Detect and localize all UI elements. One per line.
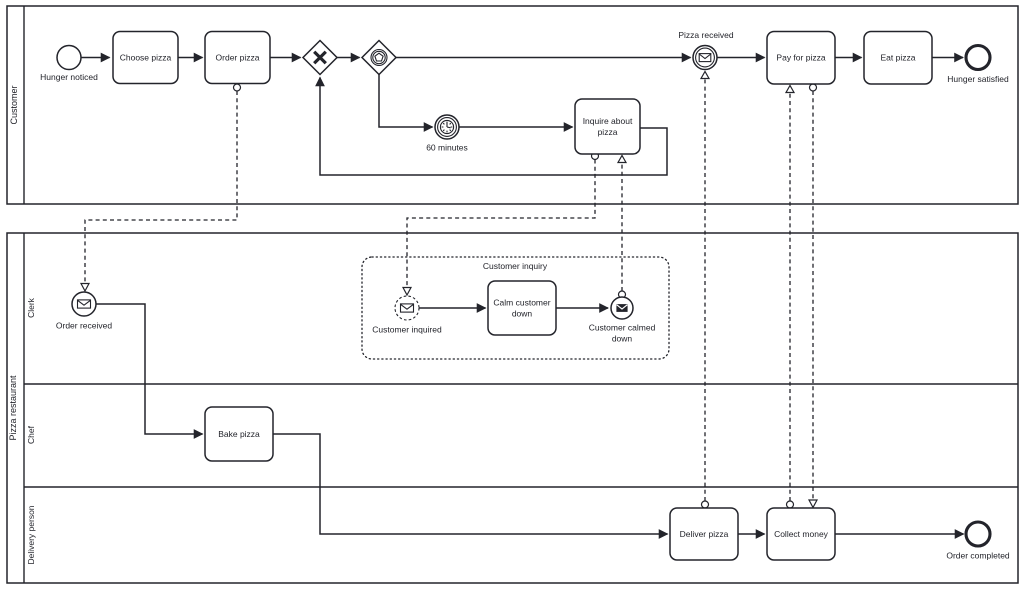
start-event-label: Hunger noticed	[40, 72, 98, 82]
event-label: Pizza received	[678, 30, 734, 40]
pentagon-icon	[374, 52, 384, 62]
x-icon	[313, 50, 327, 65]
message-flow-collect-to-pay	[784, 84, 796, 509]
task-order-pizza: Order pizza	[204, 30, 271, 85]
task-label: Bake pizza	[218, 429, 260, 439]
end-event-label-line1: Customer calmed	[589, 323, 656, 333]
task-label-line1: Inquire about	[583, 116, 633, 126]
message-flow-arrowhead	[808, 499, 818, 509]
clock-icon	[439, 119, 455, 135]
sequence-flows	[81, 52, 965, 539]
task-label-line1: Calm customer	[493, 298, 550, 308]
message-flow-order-pizza-to-order-received	[80, 83, 242, 293]
task-inquire-about-pizza: Inquire about pizza	[574, 98, 641, 155]
task-label-line2: pizza	[598, 127, 618, 137]
start-event-label: Customer inquired	[372, 325, 442, 335]
end-event-label-line2: down	[612, 334, 633, 344]
start-event-label: Order received	[56, 321, 112, 331]
task-calm-customer-down: Calm customer down	[487, 280, 557, 336]
message-start-event-customer-inquired: Customer inquired	[372, 295, 442, 335]
task-deliver-pizza: Deliver pizza	[669, 507, 739, 561]
task-label: Order pizza	[216, 53, 260, 63]
sequence-flow-order-received-to-bake	[96, 303, 204, 439]
envelope-icon	[76, 299, 92, 309]
sequence-flow-event-gateway-to-timer	[378, 74, 434, 132]
task-label: Choose pizza	[120, 53, 172, 63]
message-catch-event-pizza-received: Pizza received	[678, 30, 734, 71]
message-flow-arrowhead	[784, 84, 796, 94]
task-eat-pizza: Eat pizza	[863, 30, 933, 85]
message-flow-arrowhead	[699, 70, 711, 80]
end-event-order-completed: Order completed	[946, 520, 1010, 561]
message-flow-arrowhead	[402, 286, 412, 297]
subprocess-title: Customer inquiry	[483, 261, 548, 271]
task-pay-for-pizza: Pay for pizza	[766, 30, 836, 85]
event-subprocess-customer-inquiry: Customer inquiry	[361, 256, 670, 360]
task-bake-pizza: Bake pizza	[204, 406, 274, 462]
lane-clerk-label: Clerk	[26, 297, 36, 318]
start-event-hunger-noticed: Hunger noticed	[40, 44, 98, 82]
end-event-hunger-satisfied: Hunger satisfied	[947, 43, 1009, 84]
gateway-exclusive	[301, 39, 339, 76]
task-label: Pay for pizza	[776, 53, 825, 63]
task-label-line2: down	[512, 309, 533, 319]
lane-delivery-label: Delivery person	[26, 505, 36, 564]
timer-event-label: 60 minutes	[426, 143, 468, 153]
message-flow-arrowhead	[80, 282, 90, 293]
message-flow-calmed-to-inquire	[616, 154, 628, 299]
message-flow-pay-to-collect	[808, 83, 818, 509]
message-flows	[80, 70, 818, 509]
sequence-flow-bake-to-deliver	[273, 433, 669, 539]
message-flow-source-dot	[808, 83, 818, 92]
message-flow-source-dot	[785, 500, 795, 509]
message-flow-source-dot	[232, 83, 242, 92]
sequence-flow-inquire-loop-to-gateway	[315, 76, 668, 176]
message-flow-arrowhead	[616, 154, 628, 164]
message-start-event-order-received: Order received	[56, 291, 112, 331]
timer-event-60-minutes: 60 minutes	[426, 114, 468, 153]
task-choose-pizza: Choose pizza	[112, 30, 179, 85]
task-collect-money: Collect money	[766, 507, 836, 561]
envelope-icon	[698, 53, 712, 63]
envelope-filled-icon	[616, 304, 628, 312]
task-label: Collect money	[774, 529, 829, 539]
message-flow-source-dot	[700, 500, 710, 509]
envelope-icon	[399, 303, 415, 313]
message-end-event-customer-calmed-down: Customer calmed down	[589, 296, 656, 344]
message-flow-deliver-to-pizza-received	[699, 70, 711, 509]
task-label: Eat pizza	[881, 53, 916, 63]
pool-restaurant-label: Pizza restaurant	[8, 375, 18, 441]
lane-chef-label: Chef	[26, 425, 36, 444]
pool-customer-label: Customer	[9, 85, 19, 124]
task-label: Deliver pizza	[680, 529, 729, 539]
gateway-event-based	[360, 39, 398, 76]
end-event-label: Hunger satisfied	[947, 74, 1009, 84]
end-event-label: Order completed	[946, 551, 1010, 561]
